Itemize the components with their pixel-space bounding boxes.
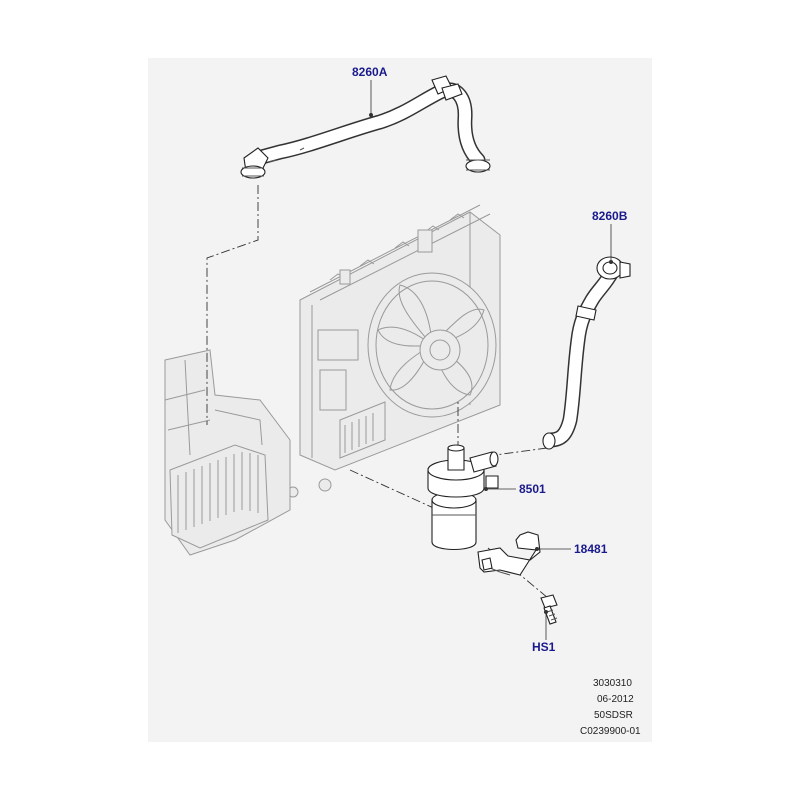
hose-8260b <box>542 256 631 450</box>
ref-line-1: 3030310 <box>593 678 632 689</box>
radiator-fan-assembly <box>287 204 501 498</box>
ref-line-4: C0239900-01 <box>580 726 641 737</box>
ref-line-2: 06-2012 <box>597 694 634 705</box>
callout-18481: 18481 <box>574 542 608 556</box>
pump-bracket <box>477 531 541 576</box>
intercooler-duct-assembly <box>164 349 291 556</box>
callout-8260b: 8260B <box>592 209 628 223</box>
hose-8260a <box>240 75 491 179</box>
callout-8501: 8501 <box>519 482 546 496</box>
callout-hs1: HS1 <box>532 640 556 654</box>
bolt-hs1 <box>540 594 558 625</box>
leader-lines <box>369 80 613 640</box>
auxiliary-water-pump <box>427 444 499 551</box>
ref-line-3: 50SDSR <box>594 710 633 721</box>
reference-block: 3030310 06-2012 50SDSR C0239900-01 <box>580 678 641 737</box>
callout-8260a: 8260A <box>352 65 388 79</box>
